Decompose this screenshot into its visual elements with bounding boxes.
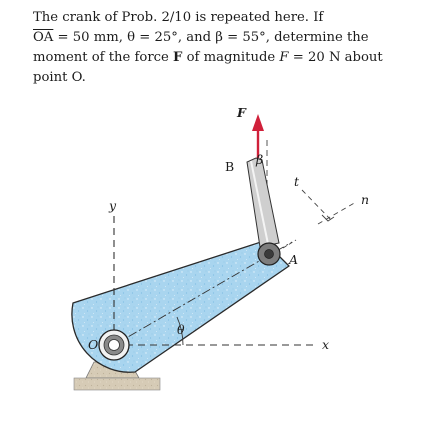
problem-line-1: The crank of Prob. 2/10 is repeated here… bbox=[33, 10, 324, 25]
x-axis-label: x bbox=[322, 337, 329, 352]
right-angle-mark bbox=[321, 214, 335, 222]
pivot-o bbox=[98, 329, 130, 361]
theta-label: θ bbox=[177, 322, 185, 337]
point-o-label: O bbox=[88, 337, 98, 352]
problem-text: of magnitude bbox=[182, 50, 280, 65]
oa-extension bbox=[282, 239, 297, 249]
t-axis-line bbox=[301, 189, 334, 223]
y-axis-label: y bbox=[108, 198, 117, 213]
given-values: = 50 mm, θ = 25°, and β = 55°, determine… bbox=[53, 30, 369, 45]
n-axis-line bbox=[317, 201, 357, 225]
beta-label-left: B bbox=[225, 159, 234, 174]
force-vector-symbol: F bbox=[173, 50, 183, 65]
theta-arc bbox=[176, 316, 184, 346]
force-label: F bbox=[236, 105, 247, 120]
problem-text: = 20 N about bbox=[288, 50, 383, 65]
beta-label-right: β bbox=[255, 152, 263, 167]
problem-text: moment of the force bbox=[33, 50, 174, 65]
problem-line-3: moment of the force F of magnitude F = 2… bbox=[33, 48, 413, 68]
joint-a bbox=[257, 242, 281, 266]
rod-ab bbox=[246, 157, 280, 248]
problem-line-4: point O. bbox=[33, 70, 86, 85]
segment-oa: OA bbox=[33, 30, 54, 45]
force-arrow bbox=[252, 114, 264, 158]
problem-statement: The crank of Prob. 2/10 is repeated here… bbox=[33, 8, 413, 88]
t-axis-label: t bbox=[294, 174, 300, 189]
n-axis-label: n bbox=[361, 192, 369, 207]
problem-line-2: OA = 50 mm, θ = 25°, and β = 55°, determ… bbox=[33, 28, 413, 48]
point-a-label: A bbox=[288, 252, 298, 267]
force-magnitude-symbol: F bbox=[279, 50, 289, 65]
